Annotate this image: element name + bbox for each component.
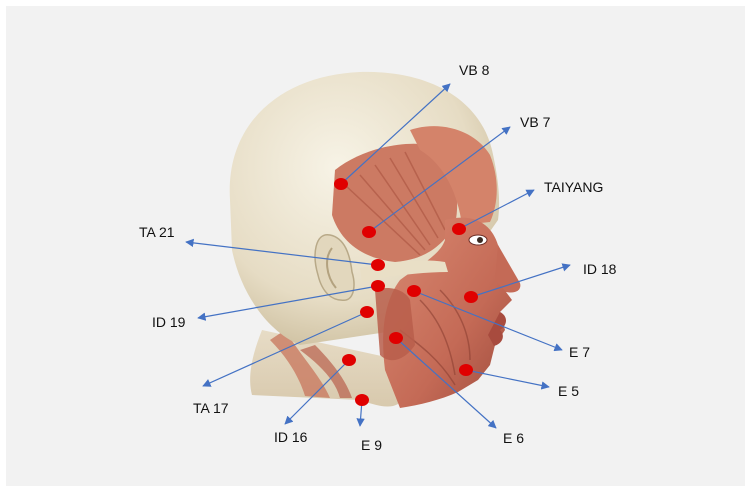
label-e6: E 6 [503, 430, 524, 446]
point-e7[interactable] [407, 285, 421, 297]
label-vb8: VB 8 [459, 62, 490, 78]
point-id19[interactable] [371, 280, 385, 292]
point-vb8[interactable] [334, 178, 348, 190]
point-ta17[interactable] [360, 306, 374, 318]
label-e5: E 5 [558, 383, 579, 399]
label-id16: ID 16 [274, 429, 308, 445]
label-e7: E 7 [569, 344, 590, 360]
label-ta21: TA 21 [139, 224, 175, 240]
point-vb7[interactable] [362, 226, 376, 238]
label-vb7: VB 7 [520, 114, 551, 130]
label-ta17: TA 17 [193, 400, 229, 416]
head-illustration [230, 72, 521, 408]
point-id18[interactable] [464, 291, 478, 303]
label-id18: ID 18 [583, 261, 617, 277]
point-taiyang[interactable] [452, 223, 466, 235]
point-id16[interactable] [342, 354, 356, 366]
label-e9: E 9 [361, 437, 382, 453]
label-taiyang: TAIYANG [544, 179, 603, 195]
point-e9[interactable] [355, 394, 369, 406]
point-ta21[interactable] [371, 259, 385, 271]
point-e6[interactable] [389, 332, 403, 344]
label-id19: ID 19 [152, 314, 186, 330]
eye-pupil [477, 237, 483, 243]
point-e5[interactable] [459, 364, 473, 376]
